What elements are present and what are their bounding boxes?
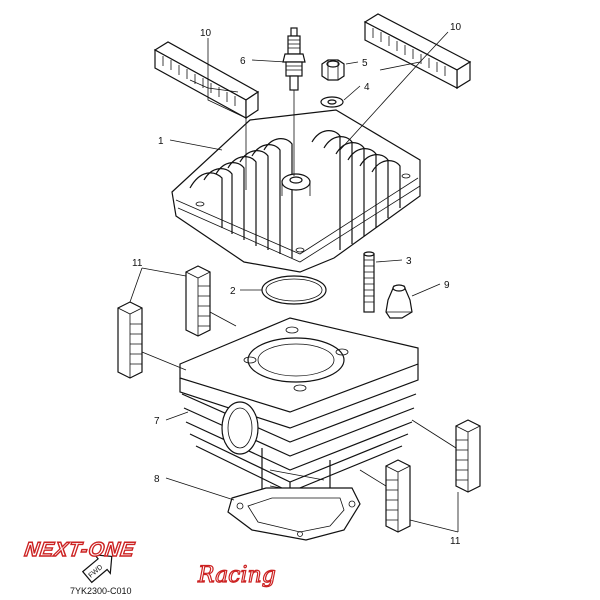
cylinder-7 bbox=[179, 317, 419, 511]
part-label-2: 2 bbox=[230, 286, 236, 297]
watermark-line2: Racing bbox=[197, 563, 276, 588]
cylinder-head-1 bbox=[171, 109, 421, 273]
drawing-code: 7YK2300-C010 bbox=[70, 586, 132, 596]
spark-plug-6 bbox=[282, 27, 306, 92]
watermark-line1: NEXT-ONE bbox=[23, 539, 136, 561]
head-gasket-2 bbox=[261, 275, 327, 305]
stud-bolt-3 bbox=[363, 251, 375, 313]
part-label-3: 3 bbox=[406, 256, 412, 267]
damper-block-10-left bbox=[153, 41, 260, 120]
part-label-1: 1 bbox=[158, 136, 164, 147]
damper-11-lower-right bbox=[385, 459, 411, 533]
damper-11-left bbox=[117, 301, 143, 379]
fwd-arrow-icon: FWD bbox=[81, 554, 113, 584]
part-label-5: 5 bbox=[362, 58, 368, 69]
part-label-6: 6 bbox=[240, 56, 246, 67]
part-label-9: 9 bbox=[444, 280, 450, 291]
part-label-11-right: 11 bbox=[450, 536, 461, 547]
damper-11-upper-left bbox=[185, 265, 211, 337]
part-label-7: 7 bbox=[154, 416, 160, 427]
nut-9 bbox=[385, 284, 413, 319]
part-label-11-left: 11 bbox=[132, 258, 143, 269]
part-labels: 1 2 3 4 5 6 7 8 9 10 10 11 11 bbox=[132, 22, 462, 547]
base-gasket-8 bbox=[227, 487, 361, 541]
part-label-10-left: 10 bbox=[200, 28, 212, 39]
damper-11-right bbox=[455, 419, 481, 493]
washer-4 bbox=[320, 96, 344, 108]
part-label-10-right: 10 bbox=[450, 22, 462, 33]
callout-lines bbox=[129, 31, 459, 533]
part-label-8: 8 bbox=[154, 474, 160, 485]
nut-5 bbox=[321, 59, 345, 81]
watermark-logo: NEXT-ONE Racing bbox=[22, 538, 276, 588]
part-label-4: 4 bbox=[364, 82, 370, 93]
damper-block-10-right bbox=[363, 13, 472, 90]
